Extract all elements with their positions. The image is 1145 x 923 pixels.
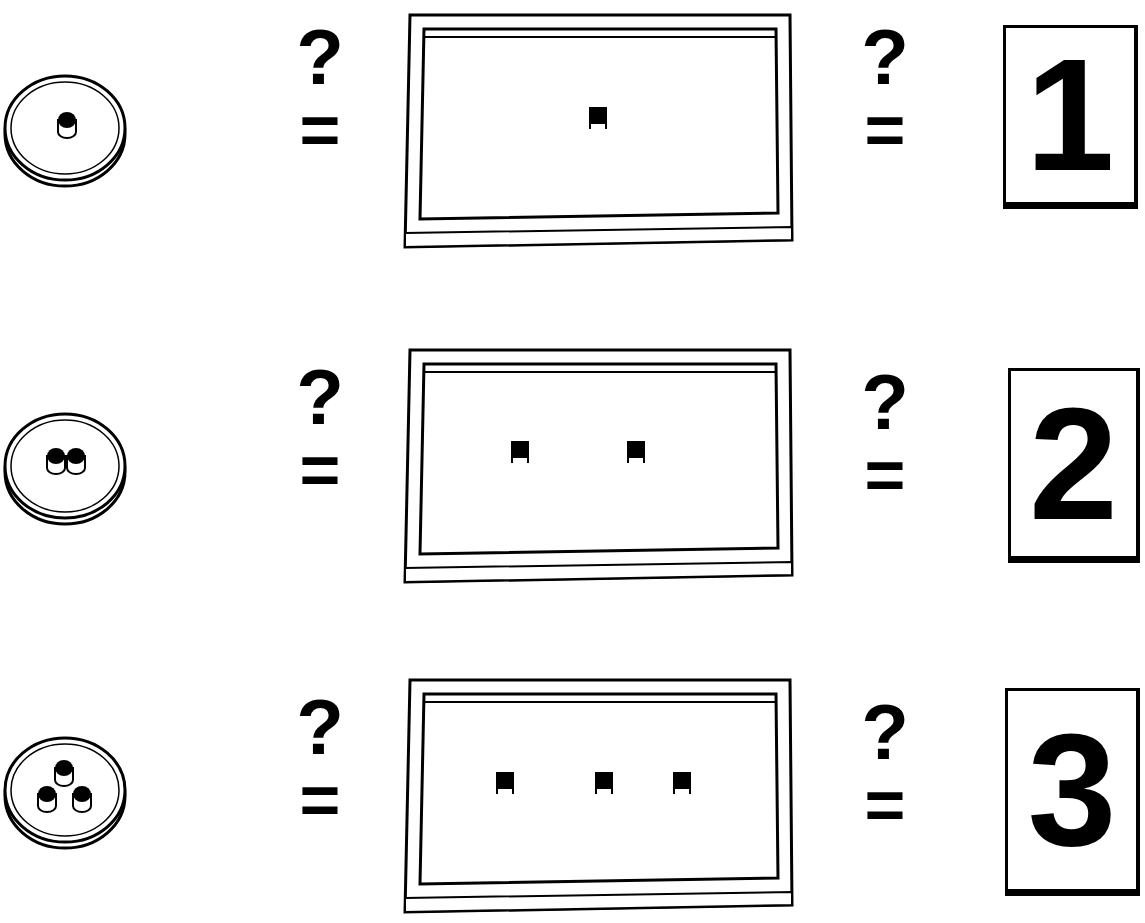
equals-sign: =: [850, 770, 920, 840]
equals-sign: =: [285, 435, 355, 505]
number-card: 2: [1008, 368, 1140, 563]
number-card: 1: [1003, 25, 1138, 209]
question-mark: ?: [285, 688, 355, 766]
number-card: 3: [1005, 688, 1140, 896]
equals-sign: =: [850, 95, 920, 165]
question-mark: ?: [850, 693, 920, 771]
equals-sign: =: [285, 95, 355, 165]
card-number: 1: [1026, 35, 1115, 195]
question-mark: ?: [285, 358, 355, 436]
question-mark: ?: [850, 18, 920, 96]
card-number: 3: [1028, 710, 1117, 870]
question-mark: ?: [850, 363, 920, 441]
card-number: 2: [1029, 384, 1118, 544]
equals-sign: =: [850, 440, 920, 510]
equals-sign: =: [285, 765, 355, 835]
question-mark: ?: [285, 18, 355, 96]
